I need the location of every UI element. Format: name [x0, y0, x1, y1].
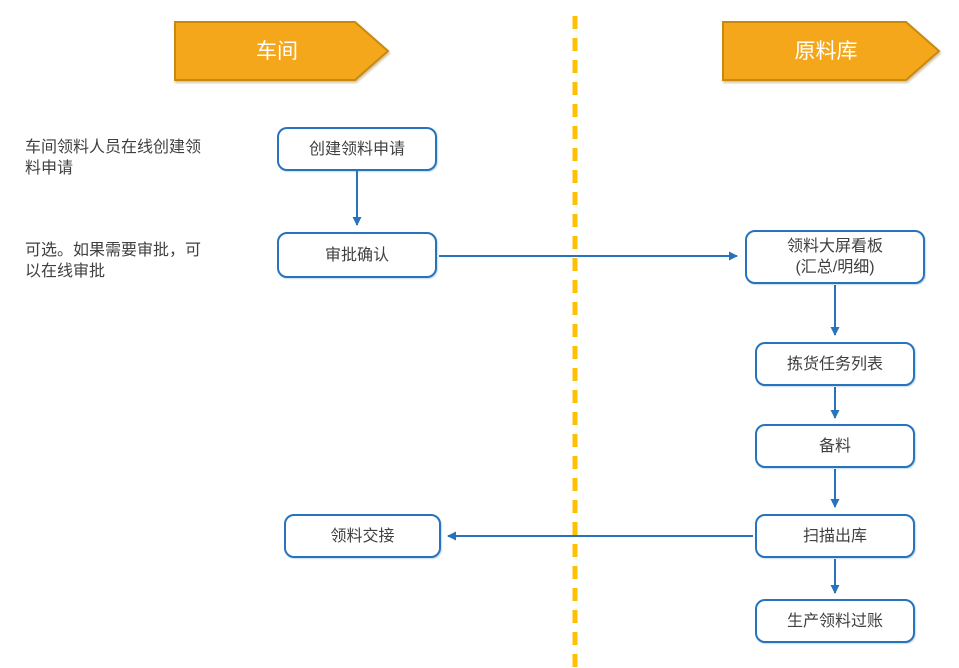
node-dashboard: 领料大屏看板 (汇总/明细) — [745, 230, 925, 284]
node-dashboard-label: 领料大屏看板 — [786, 238, 883, 255]
workshop-banner-shape — [174, 21, 390, 81]
annotation-optional-approval: 可选。如果需要审批，可以在线审批 — [25, 242, 202, 280]
warehouse-banner-shape — [722, 21, 941, 81]
node-production-posting-label: 生产领料过账 — [786, 612, 883, 630]
annotation-create-request: 车间领料人员在线创建领料申请 — [25, 139, 202, 177]
node-scan-outbound: 扫描出库 — [755, 514, 915, 558]
warehouse-lane-label: 原料库 — [795, 40, 858, 63]
lane-header-workshop: 车间 — [174, 21, 390, 81]
node-dashboard-sublabel: (汇总/明细) — [795, 259, 875, 276]
node-production-posting: 生产领料过账 — [755, 599, 915, 643]
node-scan-outbound-label: 扫描出库 — [802, 527, 867, 545]
node-prepare-material-label: 备料 — [818, 437, 851, 455]
workshop-lane-label: 车间 — [256, 40, 298, 63]
node-create-request-label: 创建领料申请 — [308, 140, 405, 158]
node-material-handover-label: 领料交接 — [330, 527, 395, 545]
node-prepare-material: 备料 — [755, 424, 915, 468]
node-pick-task-list-label: 拣货任务列表 — [786, 355, 883, 373]
node-create-request: 创建领料申请 — [277, 127, 437, 171]
node-material-handover: 领料交接 — [284, 514, 441, 558]
node-approve-confirm: 审批确认 — [277, 232, 437, 278]
lane-header-warehouse: 原料库 — [722, 21, 941, 81]
node-approve-confirm-label: 审批确认 — [324, 246, 389, 264]
node-pick-task-list: 拣货任务列表 — [755, 342, 915, 386]
